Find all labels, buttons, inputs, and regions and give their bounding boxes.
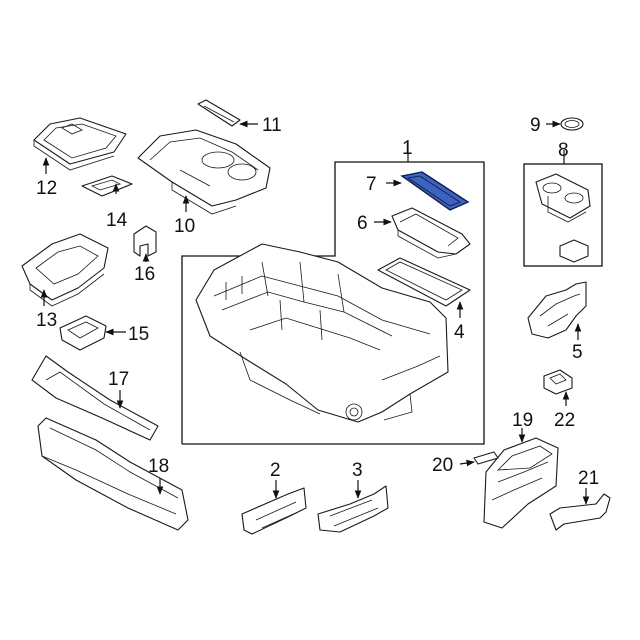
part-8-cupholder[interactable] <box>535 173 591 263</box>
part-7-mat-highlighted[interactable] <box>400 171 470 211</box>
part-20-pad[interactable] <box>473 451 499 465</box>
cupholder-group-frame <box>523 163 603 267</box>
part-16-clip[interactable] <box>133 225 157 257</box>
callout-17[interactable]: 17 <box>108 369 129 390</box>
callout-4[interactable]: 4 <box>454 322 465 343</box>
callout-1[interactable]: 1 <box>402 138 413 159</box>
part-15-panel[interactable] <box>59 315 107 351</box>
callout-13[interactable]: 13 <box>36 310 57 331</box>
part-10-console-top[interactable] <box>137 129 271 215</box>
part-14-trim[interactable] <box>81 175 133 197</box>
callout-12[interactable]: 12 <box>36 178 57 199</box>
callout-11[interactable]: 11 <box>262 115 282 136</box>
callout-18[interactable]: 18 <box>148 456 169 477</box>
callout-10[interactable]: 10 <box>174 216 195 237</box>
callout-19[interactable]: 19 <box>512 410 533 431</box>
part-9-ring[interactable] <box>560 117 584 131</box>
part-19-rear-panel[interactable] <box>483 437 559 529</box>
part-11-trim-strip[interactable] <box>197 99 241 127</box>
callout-3[interactable]: 3 <box>352 460 363 481</box>
callout-2[interactable]: 2 <box>270 460 281 481</box>
part-5-side-bracket[interactable] <box>527 281 587 339</box>
console-group-frame <box>181 161 485 445</box>
leader-20 <box>459 459 475 467</box>
part-3-bracket[interactable] <box>317 485 389 533</box>
part-12-lid-panel[interactable] <box>33 117 127 171</box>
callout-14[interactable]: 14 <box>106 210 128 231</box>
callout-8[interactable]: 8 <box>558 140 569 161</box>
callout-7[interactable]: 7 <box>366 174 377 195</box>
callout-22[interactable]: 22 <box>554 410 575 431</box>
part-6-tray[interactable] <box>391 207 471 259</box>
part-18-side-panel[interactable] <box>37 417 189 531</box>
callout-5[interactable]: 5 <box>572 342 583 363</box>
callout-20[interactable]: 20 <box>432 455 453 476</box>
part-21-rear-trim[interactable] <box>549 493 611 531</box>
callout-21[interactable]: 21 <box>578 468 599 489</box>
part-22-switch[interactable] <box>543 369 573 395</box>
part-2-bracket[interactable] <box>241 487 307 535</box>
callout-6[interactable]: 6 <box>357 213 368 234</box>
part-13-storage-bin[interactable] <box>21 233 109 307</box>
part-17-side-trim[interactable] <box>31 355 159 441</box>
floor-console-body[interactable] <box>195 243 449 423</box>
part-4-mat[interactable] <box>377 257 471 307</box>
callout-16[interactable]: 16 <box>134 264 155 285</box>
callout-15[interactable]: 15 <box>128 324 149 345</box>
callout-9[interactable]: 9 <box>530 115 541 136</box>
